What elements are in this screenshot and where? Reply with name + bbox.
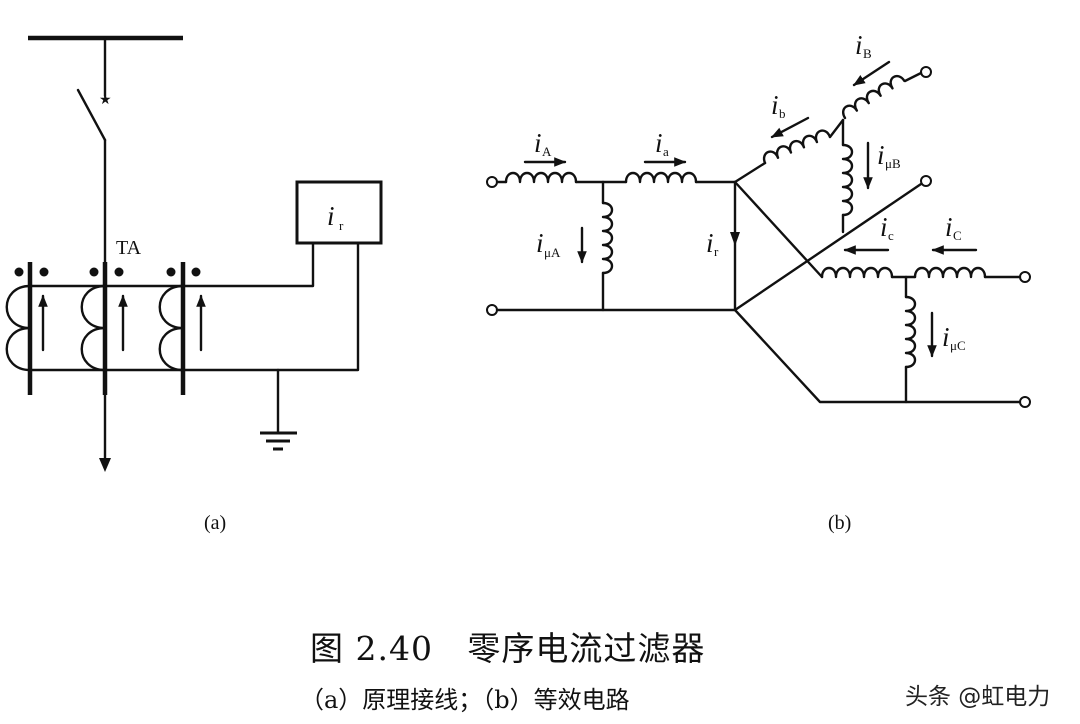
label-iA: i A [534,128,552,159]
ground-icon [260,431,297,451]
ct-secondary-coil-b [80,284,107,372]
panel-b-sublabel: (b) [828,512,852,534]
terminal-b-in [920,66,932,78]
breaker-switch-blade [76,88,107,142]
label-iuB: i μB [877,140,901,171]
relay-box [295,180,383,245]
inductor-a-secondary [624,171,698,184]
panel-a: ★ TA i r [5,35,383,472]
label-iuC: i μC [942,322,966,353]
panel-b: i A i a i μA i r i b i B i μB i c [486,30,1031,408]
relay-current-symbol: i [327,201,335,231]
figure-caption-title: 图 2.40 零序电流过滤器 [310,629,706,668]
svg-text:μA: μA [544,245,561,260]
svg-text:c: c [888,228,894,243]
terminal-c-return [1019,396,1031,408]
panel-a-sublabel: (a) [204,512,227,534]
inductor-A-primary [504,171,578,184]
svg-text:i: i [771,90,779,120]
relay-current-subscript: r [339,218,344,233]
label-iB: i B [855,30,872,61]
svg-text:C: C [953,228,962,243]
load-arrow-icon [99,458,111,472]
svg-text:i: i [942,322,950,352]
label-ir: i r [706,228,719,259]
ct-secondary-coil-a [5,284,32,372]
svg-text:i: i [536,228,544,258]
inductor-muA-magnetizing [601,201,614,275]
label-ic: i c [880,212,894,243]
label-iuA: i μA [536,228,561,260]
terminal-neutral-in [486,304,498,316]
svg-text:μC: μC [950,338,966,353]
svg-text:b: b [779,106,786,121]
svg-text:i: i [534,128,542,158]
secondary-bottom-wire [28,241,360,372]
label-iC: i C [945,212,962,243]
b-return-wire [733,182,923,312]
inductor-C-primary [913,266,987,279]
inductor-B-primary [842,74,906,120]
label-ib: i b [771,90,786,121]
watermark: 头条 @虹电力 [905,684,1051,710]
inductor-b-secondary [762,129,832,165]
terminal-c-in [1019,271,1031,283]
inductor-muC-magnetizing [904,295,917,369]
inductor-muB-magnetizing [841,143,854,217]
ct-secondary-coil-c [158,284,185,372]
secondary-top-wire [28,241,315,288]
breaker-star-icon: ★ [99,93,112,108]
arrow-ib-icon [770,116,810,139]
svg-text:A: A [542,144,552,159]
ct-label: TA [116,237,142,259]
figure-caption-subtitle: （a）原理接线；（b）等效电路 [300,686,630,714]
arrow-iB-icon [852,60,891,87]
svg-text:i: i [706,228,714,258]
inductor-c-secondary [820,266,894,279]
svg-text:r: r [714,244,719,259]
label-ia: i a [655,128,669,159]
c-return-wire [733,308,1022,404]
terminal-a-in [486,176,498,188]
svg-text:i: i [655,128,663,158]
terminal-b-return [920,175,932,187]
svg-text:i: i [945,212,953,242]
svg-text:B: B [863,46,872,61]
svg-text:i: i [880,212,888,242]
svg-text:μB: μB [885,156,901,171]
svg-text:i: i [877,140,885,170]
svg-text:a: a [663,144,669,159]
arrow-ir-icon [730,232,740,246]
polarity-dots [14,267,201,277]
svg-text:i: i [855,30,863,60]
